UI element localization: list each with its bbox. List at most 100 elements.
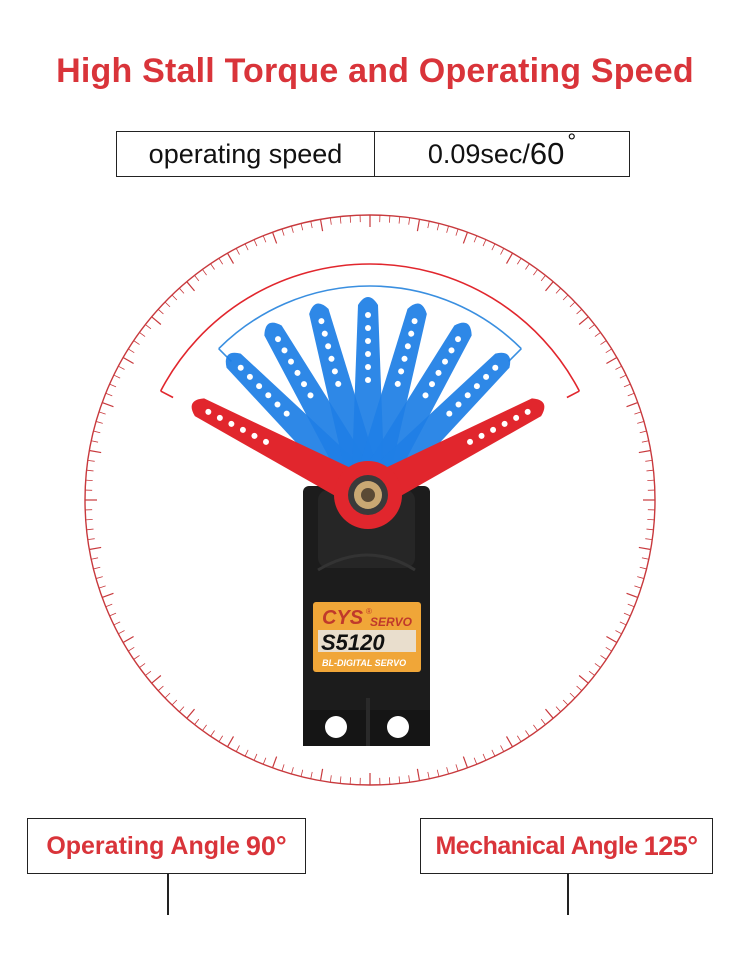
servo-output-hub: [334, 461, 402, 529]
scale-tick: [87, 459, 95, 462]
scale-tick: [482, 753, 487, 761]
red-horn-left: [191, 398, 376, 511]
spec-value-prefix: 0.09sec/: [427, 138, 530, 169]
scale-tick: [157, 309, 164, 315]
scale-tick: [606, 635, 618, 644]
scale-tick: [545, 708, 554, 719]
horn-hole: [365, 338, 371, 344]
scale-tick: [562, 699, 569, 706]
horn-hole: [501, 420, 508, 427]
scale-tick: [319, 768, 324, 781]
scale-tick: [186, 708, 195, 719]
scale-tick: [244, 243, 249, 251]
hub-screw: [361, 488, 375, 502]
horn-hole: [404, 343, 411, 350]
scale-tick: [491, 749, 496, 757]
scale-tick: [128, 348, 135, 354]
scale-tick: [540, 275, 546, 282]
scale-tick: [253, 239, 258, 247]
operating-angle-arc-end: [508, 348, 522, 362]
scale-tick: [637, 421, 645, 424]
scale-tick: [578, 316, 589, 325]
scale-tick: [619, 621, 627, 626]
scale-tick: [408, 217, 411, 225]
horn-hole: [455, 336, 461, 343]
scale-tick: [505, 252, 514, 264]
scale-tick: [482, 239, 487, 247]
scale-tick: [139, 332, 146, 337]
horn-hole: [265, 392, 272, 399]
scale-tick: [600, 340, 607, 345]
horn-hole: [394, 380, 401, 387]
scale-tick: [202, 724, 207, 731]
scale-tick: [109, 383, 117, 388]
horn-hole: [301, 381, 308, 388]
scale-tick: [533, 724, 538, 731]
horn-hole: [401, 355, 408, 362]
horn-hole: [262, 438, 269, 445]
scale-tick: [639, 430, 647, 434]
horn-hole: [237, 364, 244, 371]
protractor-scale: [84, 214, 656, 786]
scale-tick: [164, 301, 171, 308]
scale-tick: [588, 670, 595, 676]
horn-hole: [256, 383, 263, 390]
scale-tick: [122, 635, 134, 644]
horn-hole: [524, 408, 531, 415]
servo-subtitle: BL-DIGITAL SERVO: [322, 658, 406, 668]
scale-tick: [578, 675, 589, 684]
scale-tick: [641, 557, 649, 560]
scale-tick: [588, 324, 595, 330]
scale-tick: [253, 753, 258, 761]
scale-tick: [210, 263, 215, 270]
horn-hole: [398, 368, 405, 375]
scale-tick: [235, 745, 240, 752]
scale-tick: [576, 309, 583, 315]
scale-tick: [93, 430, 101, 434]
horn-hole: [492, 364, 499, 371]
scale-tick: [194, 275, 200, 282]
angle-arcs: [159, 263, 581, 399]
horn-hole: [328, 355, 335, 362]
horn-hole: [464, 392, 471, 399]
scale-tick: [569, 692, 576, 699]
scale-tick: [623, 612, 631, 617]
scale-tick: [157, 685, 164, 691]
mechanical-angle-arc: [159, 263, 581, 392]
scale-tick: [118, 365, 125, 370]
scale-tick: [271, 756, 278, 769]
scale-tick: [545, 281, 554, 292]
horn-hole: [435, 369, 442, 376]
scale-tick: [271, 231, 278, 244]
horn-hole: [513, 414, 520, 421]
scale-tick: [133, 340, 140, 345]
scale-tick: [113, 621, 121, 626]
scale-tick: [151, 675, 162, 684]
scale-tick: [91, 557, 99, 560]
scale-tick: [446, 767, 449, 775]
scale-tick: [516, 258, 522, 265]
scale-tick: [210, 730, 215, 737]
scale-tick: [600, 655, 607, 660]
scale-tick: [446, 225, 449, 233]
scale-tick: [646, 469, 654, 472]
horn-hole: [473, 383, 480, 390]
scale-tick: [638, 449, 651, 454]
mechanical-angle-text: Mechanical Angle: [435, 831, 638, 860]
scale-tick: [86, 528, 94, 531]
scale-tick: [594, 663, 601, 668]
mechanical-angle-arc-end: [160, 390, 174, 399]
scale-tick: [639, 566, 647, 570]
horn-hole: [365, 364, 371, 370]
scale-tick: [594, 332, 601, 337]
scale-tick: [101, 592, 114, 599]
horn-hole: [321, 330, 328, 337]
scale-tick: [179, 706, 185, 713]
horn-hole: [490, 426, 497, 433]
horn-hole: [331, 368, 338, 375]
scale-tick: [310, 221, 313, 229]
scale-tick: [408, 775, 411, 783]
servo-case-contour: [317, 553, 416, 572]
servo-model: S5120: [321, 630, 385, 655]
scale-tick: [634, 585, 642, 589]
